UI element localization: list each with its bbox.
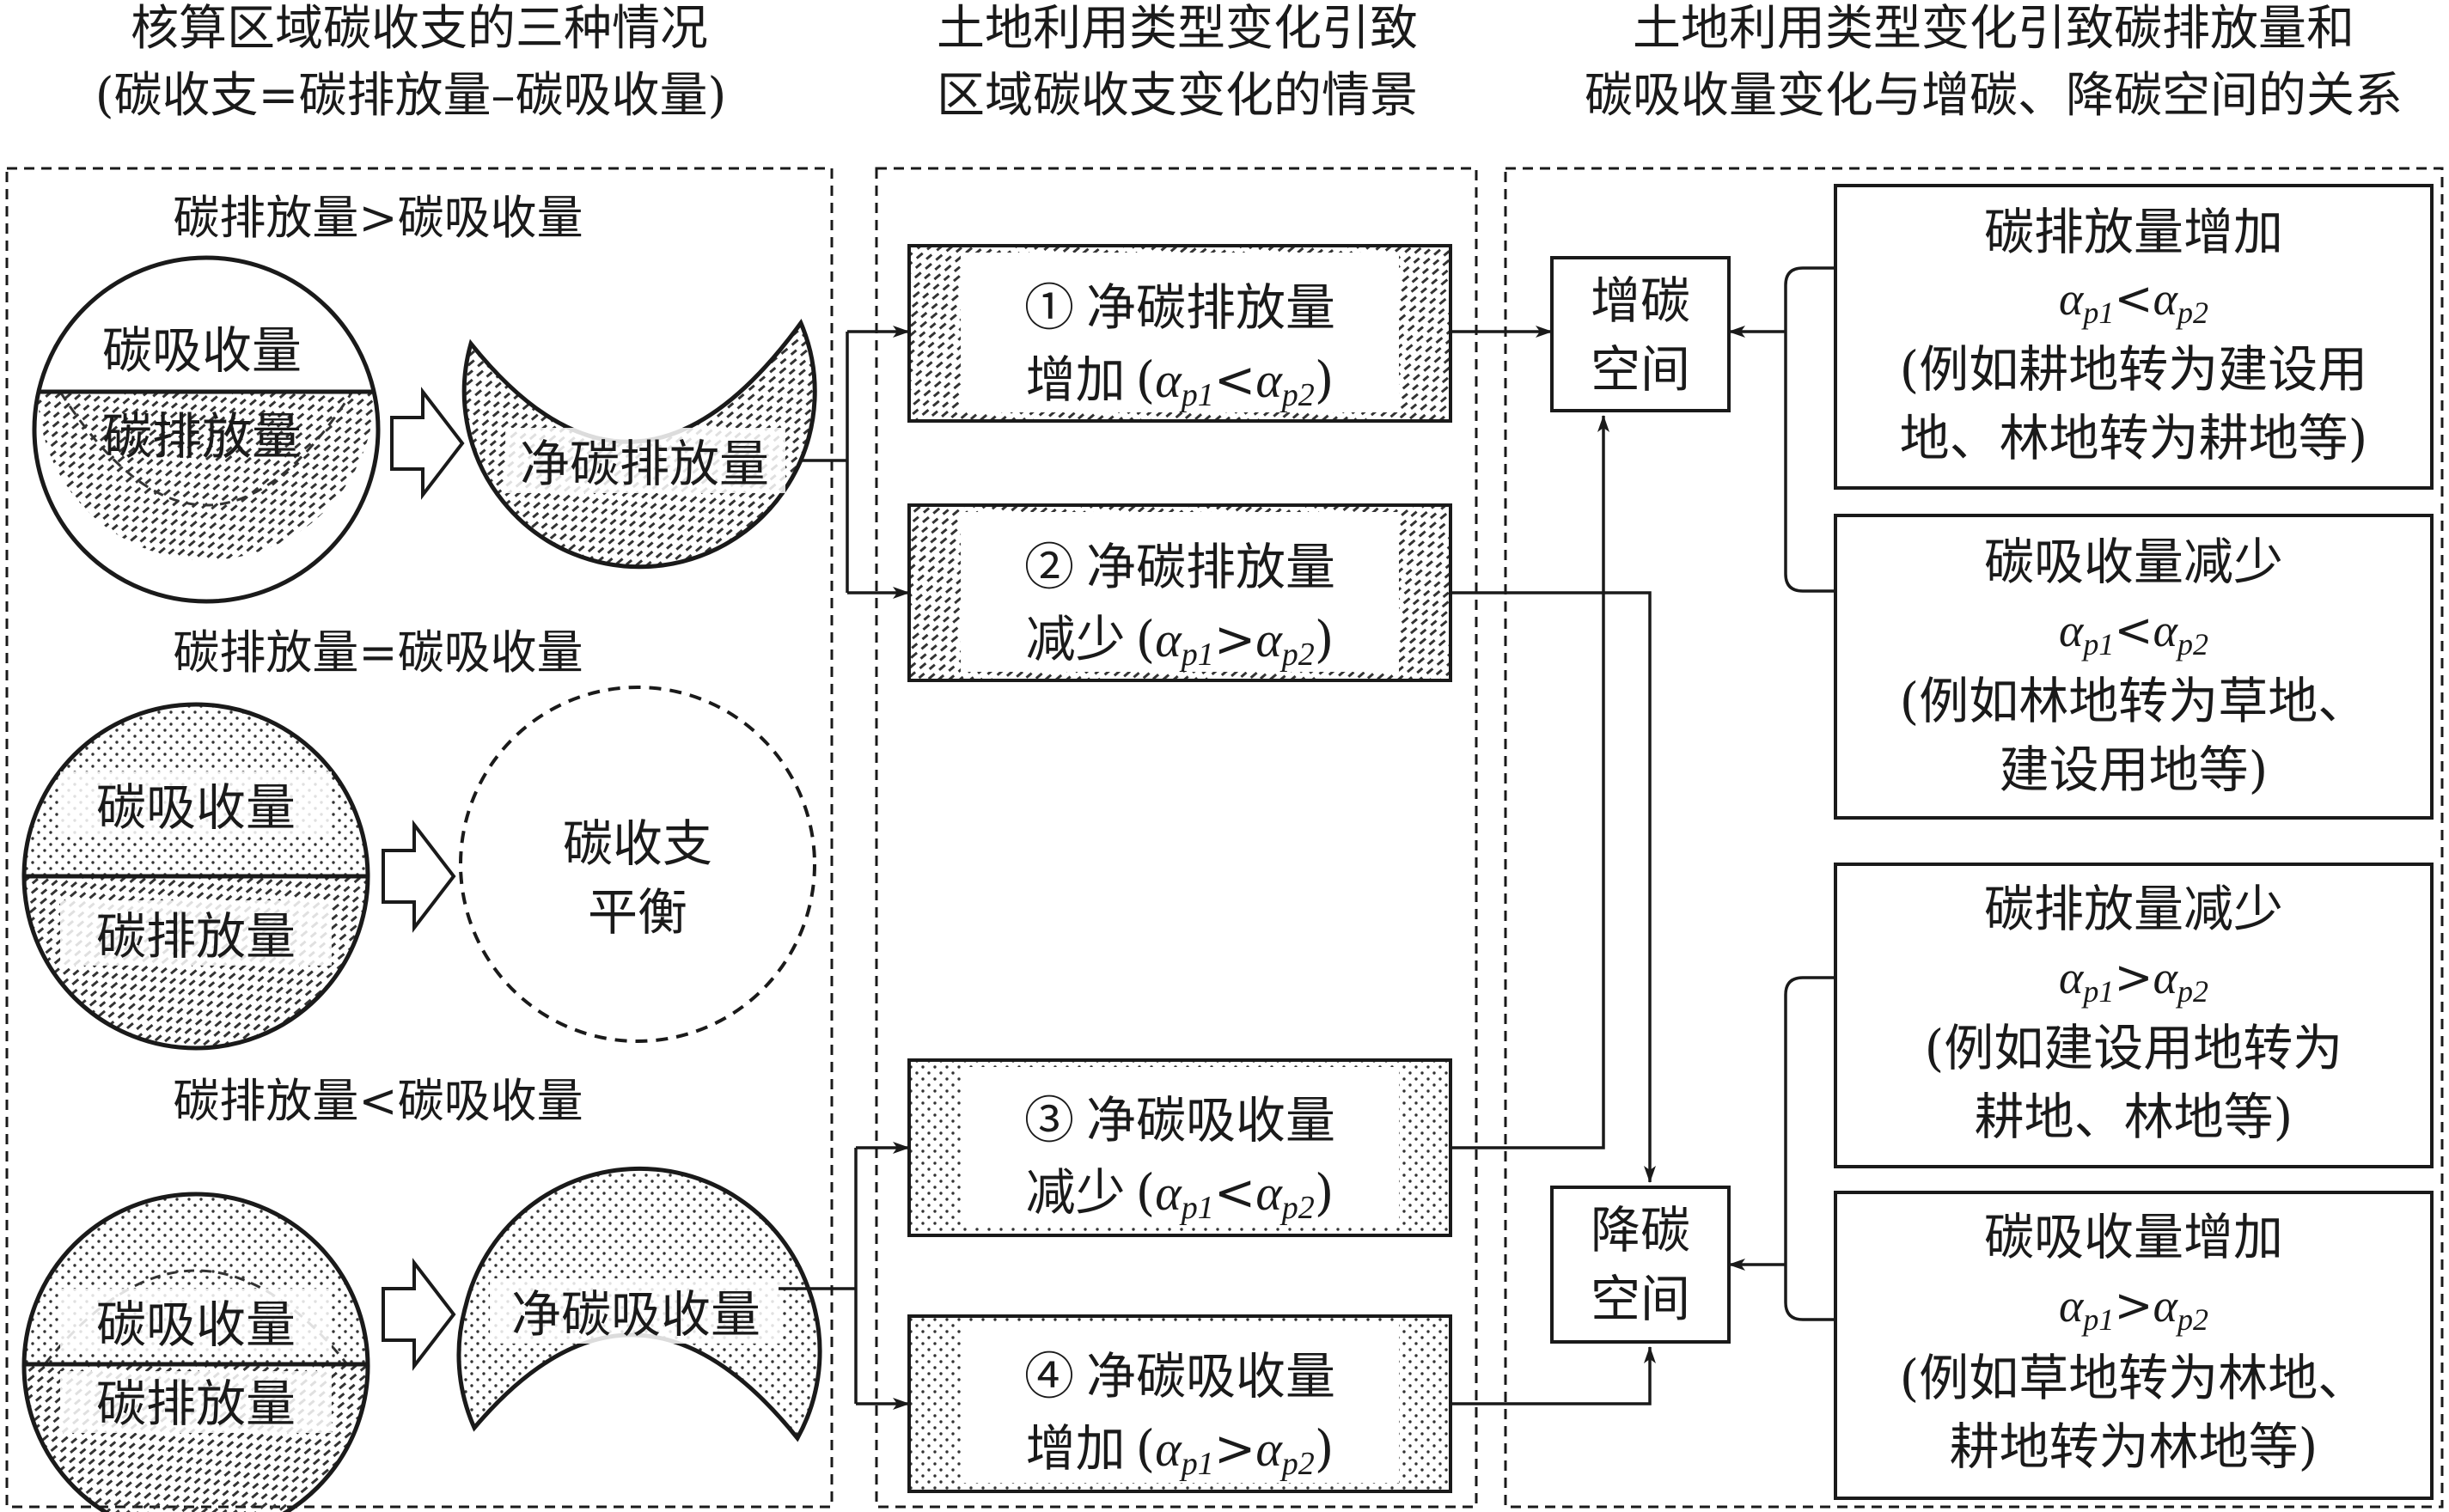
relation4-example-line1: (例如草地转为林地、 [1900, 1349, 2368, 1407]
col1-header-line1: 核算区域碳收支的三种情况 [131, 1, 708, 57]
panel-budget-cases [5, 167, 834, 1509]
case2-emit-text: 碳排放量 [96, 907, 296, 966]
connectors-scenarios-to-spaces [1450, 326, 1656, 1405]
scenario4-condition: 增加(αp1>αp2) [1026, 1419, 1334, 1482]
relation-box-4: 碳吸收量增加 αp1>αp2 (例如草地转为林地、 耕地转为林地等) [1834, 1191, 2434, 1500]
relation4-example-line2: 耕地转为林地等) [1950, 1418, 2318, 1476]
case-emission-greater: 碳排放量>碳吸收量 碳吸收量 碳排放量 净碳排放量 [32, 191, 817, 604]
arrow-scenario2-to-decrease [1450, 591, 1656, 1183]
case-balance: 碳排放量=碳吸收量 碳吸收量 碳排放量 碳收支 平衡 [21, 625, 816, 1051]
increase-carbon-space-box: 增碳 空间 [1550, 256, 1731, 412]
decrease-space-line1: 降碳 [1591, 1201, 1690, 1259]
case3-emit-text: 碳排放量 [96, 1375, 296, 1433]
relation-box-1: 碳排放量增加 αp1<αp2 (例如耕地转为建设用 地、林地转为耕地等) [1834, 184, 2434, 490]
case1-absorb-text: 碳吸收量 [102, 321, 302, 380]
relation2-example-line2: 建设用地等) [2000, 741, 2269, 799]
increase-space-line2: 空间 [1591, 340, 1690, 399]
case1-label: 碳排放量>碳吸收量 [173, 191, 583, 245]
col3-header-line2: 碳吸收量变化与增碳、降碳空间的关系 [1585, 68, 2403, 124]
case1-hollow-arrow [390, 387, 465, 500]
case2-absorb-text: 碳吸收量 [96, 778, 296, 837]
relation2-title: 碳吸收量减少 [1984, 533, 2283, 591]
scenario3-condition: 减少(αp1<αp2) [1026, 1163, 1334, 1226]
balance-circle [459, 686, 816, 1043]
scenario2-condition: 减少(αp1>αp2) [1026, 610, 1334, 673]
relation1-condition: αp1<αp2 [2059, 271, 2208, 330]
arrow-scenario4-to-decrease [1450, 1346, 1656, 1405]
case1-emission-dashed-arc [58, 391, 354, 507]
relation-box-2: 碳吸收量减少 αp1<αp2 (例如林地转为草地、 建设用地等) [1834, 514, 2434, 820]
net-emission-text: 净碳排放量 [520, 435, 769, 493]
col2-header-line2: 区域碳收支变化的情景 [937, 68, 1418, 124]
panel-scenarios [875, 167, 1478, 1509]
scenario1-condition: 增加(αp1<αp2) [1026, 351, 1334, 413]
decrease-space-line2: 空间 [1591, 1270, 1690, 1328]
relation4-title: 碳吸收量增加 [1984, 1208, 2283, 1266]
case1-emit-text: 碳排放量 [102, 407, 302, 466]
case2-label: 碳排放量=碳吸收量 [173, 625, 583, 680]
relation-box-3: 碳排放量减少 αp1>αp2 (例如建设用地转为 耕地、林地等) [1834, 863, 2434, 1168]
balance-text-line1: 碳收支 [563, 814, 712, 873]
relation1-title: 碳排放量增加 [1984, 203, 2283, 261]
relation4-condition: αp1>αp2 [2059, 1278, 2208, 1337]
case2-hollow-arrow [382, 820, 456, 933]
balance-text-line2: 平衡 [588, 883, 687, 942]
decrease-carbon-space-box: 降碳 空间 [1550, 1186, 1731, 1344]
connectors-cases-to-scenarios [779, 326, 910, 1410]
arrow-scenario3-to-increase [1450, 415, 1609, 1149]
relation3-condition: αp1>αp2 [2059, 950, 2208, 1009]
relation2-example-line1: (例如林地转为草地、 [1900, 672, 2368, 730]
net-absorption-text: 净碳吸收量 [511, 1285, 760, 1344]
column-headers: 核算区域碳收支的三种情况 (碳收支=碳排放量–碳吸收量) 土地利用类型变化引致 … [95, 1, 2403, 124]
relation1-example-line2: 地、林地转为耕地等) [1900, 409, 2368, 467]
col1-header-line2: (碳收支=碳排放量–碳吸收量) [95, 68, 727, 124]
case1-budget-circle [32, 255, 381, 604]
connectors-relations-to-spaces [1728, 266, 1835, 1321]
bracket-lower-relations [1784, 976, 1835, 1321]
col3-header-line1: 土地利用类型变化引致碳排放量和 [1633, 1, 2354, 57]
panel-relations [1504, 167, 2444, 1509]
relation2-condition: αp1<αp2 [2059, 603, 2208, 662]
case3-absorb-text: 碳吸收量 [96, 1296, 296, 1354]
bracket-upper-relations [1784, 266, 1835, 593]
case-absorption-greater: 碳排放量<碳吸收量 碳吸收量 碳排放量 净碳吸收量 [21, 1074, 822, 1512]
relation3-example-line2: 耕地、林地等) [1975, 1088, 2293, 1146]
increase-space-line1: 增碳 [1591, 271, 1690, 330]
col2-header-line1: 土地利用类型变化引致 [937, 1, 1418, 57]
case3-label: 碳排放量<碳吸收量 [173, 1074, 583, 1128]
relation1-example-line1: (例如耕地转为建设用 [1900, 340, 2368, 399]
case3-hollow-arrow [382, 1258, 456, 1371]
relation3-title: 碳排放量减少 [1984, 880, 2283, 938]
relation3-example-line1: (例如建设用地转为 [1925, 1019, 2343, 1077]
